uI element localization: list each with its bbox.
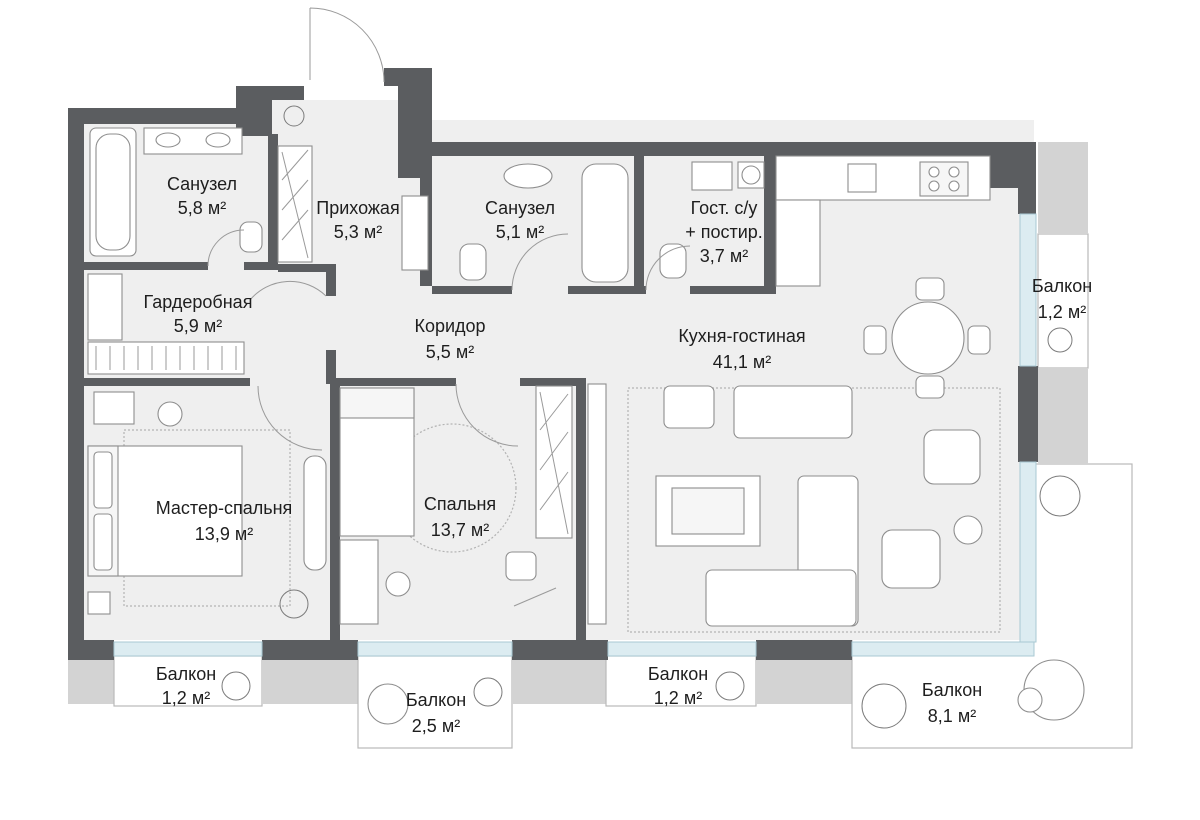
- toilet-icon: [239, 221, 263, 253]
- sofa: [733, 385, 853, 439]
- windows: [113, 213, 1037, 657]
- furniture: [87, 7, 1085, 729]
- bedroom-desk: [339, 539, 379, 625]
- room-area-balcony2: 2,5 м²: [412, 716, 460, 736]
- room-area-kitchen: 41,1 м²: [713, 352, 771, 372]
- armchair: [923, 429, 981, 485]
- room-name-balcony-right: Балкон: [1032, 276, 1092, 296]
- balcony-plant-icon-2: [861, 683, 907, 729]
- room-area-bath1: 5,8 м²: [178, 198, 226, 218]
- room-area-balcony3: 1,2 м²: [654, 688, 702, 708]
- room-area-master: 13,9 м²: [195, 524, 253, 544]
- hob-icon: [919, 161, 969, 197]
- room-area-corridor: 5,5 м²: [426, 342, 474, 362]
- desk: [93, 391, 135, 425]
- kitchen-sink-icon: [847, 163, 877, 193]
- room-area-balcony-right: 1,2 м²: [1038, 302, 1086, 322]
- armchair-2: [881, 529, 941, 589]
- balcony-plant-icon-3: [221, 671, 251, 701]
- room-area-balcony4: 8,1 м²: [928, 706, 976, 726]
- room-name-guestwc: Гост. с/у: [691, 198, 758, 218]
- room-name-balcony2: Балкон: [406, 690, 466, 710]
- sink-icon: [503, 163, 553, 189]
- plant-icon: [283, 105, 305, 127]
- room-name-master: Мастер-спальня: [156, 498, 293, 518]
- room-name-hall: Прихожая: [316, 198, 399, 218]
- shoe-rack-icon: [401, 195, 429, 271]
- nightstand: [87, 591, 111, 615]
- plant-icon-2: [279, 589, 309, 619]
- wardrobe-closet: [87, 273, 123, 341]
- corridor-shelf: [587, 383, 607, 625]
- room-name-corridor: Коридор: [414, 316, 485, 336]
- room-name-balcony4: Балкон: [922, 680, 982, 700]
- bathtub-icon-2: [581, 163, 629, 283]
- room-name-wardrobe: Гардеробная: [144, 292, 253, 312]
- walls: [68, 68, 1038, 660]
- room-name-bath2: Санузел: [485, 198, 555, 218]
- room-labels: Санузел 5,8 м² Прихожая 5,3 м² Санузел 5…: [144, 174, 1093, 736]
- toilet-icon-2: [459, 243, 487, 281]
- room-area-wardrobe: 5,9 м²: [174, 316, 222, 336]
- room-name2-guestwc: + постир.: [685, 222, 763, 242]
- room-name-balcony1: Балкон: [156, 664, 216, 684]
- room-area-hall: 5,3 м²: [334, 222, 382, 242]
- room-area-bath2: 5,1 м²: [496, 222, 544, 242]
- side-table: [953, 515, 983, 545]
- balcony-plant-icon-4: [473, 677, 503, 707]
- room-name-balcony3: Балкон: [648, 664, 708, 684]
- room-name-bath1: Санузел: [167, 174, 237, 194]
- balcony-plant-icon-6: [1047, 327, 1073, 353]
- tv-console: [303, 455, 327, 571]
- room-area-bedroom: 13,7 м²: [431, 520, 489, 540]
- room-area-guestwc: 3,7 м²: [700, 246, 748, 266]
- balcony-plant-icon-5: [715, 671, 745, 701]
- dining-table: [891, 301, 965, 375]
- room-name-bedroom: Спальня: [424, 494, 496, 514]
- balcony-chair: [367, 683, 409, 725]
- room-name-kitchen: Кухня-гостиная: [678, 326, 805, 346]
- balcony-plant-icon: [1039, 475, 1081, 517]
- room-area-balcony1: 1,2 м²: [162, 688, 210, 708]
